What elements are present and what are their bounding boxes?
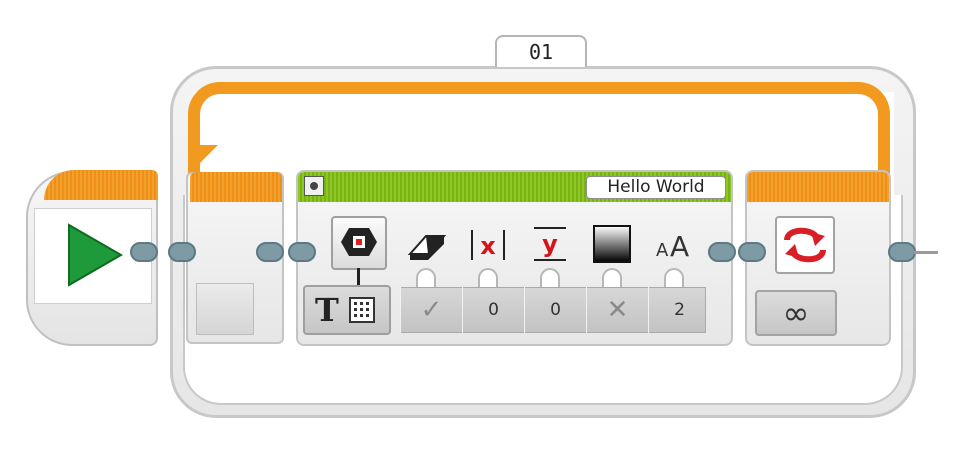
param-connector (664, 268, 684, 288)
start-block-header (44, 170, 158, 200)
grid-icon (349, 297, 375, 323)
loop-data-socket[interactable] (196, 283, 254, 335)
font-size-icon: A A (652, 222, 696, 266)
color-icon (590, 222, 634, 266)
x-param[interactable]: 0 (462, 287, 524, 333)
parameter-strip (400, 287, 706, 333)
start-output-plug[interactable] (130, 242, 158, 262)
eraser-icon (404, 222, 448, 266)
loop-name-label[interactable]: 01 (495, 35, 587, 67)
display-icon (304, 176, 324, 196)
loop-mode-selector[interactable] (775, 216, 835, 274)
loop-end-header (747, 172, 889, 202)
loop-entry-output-plug[interactable] (256, 242, 284, 262)
clear-screen-param[interactable]: ✓ (400, 287, 462, 333)
font-param[interactable]: 2 (648, 287, 710, 333)
text-grid-mode-button[interactable]: T (303, 285, 391, 335)
loop-interrupt-icon (784, 227, 826, 263)
svg-text:x: x (480, 232, 496, 260)
loop-count-mode[interactable]: ∞ (755, 290, 837, 336)
color-param[interactable]: ✕ (586, 287, 648, 333)
param-connector (416, 268, 436, 288)
brick-display-icon (341, 228, 377, 256)
loop-return-arrow (190, 145, 218, 173)
param-connector (602, 268, 622, 288)
sequence-wire (914, 251, 938, 254)
text-mode-icon: T (315, 291, 339, 329)
display-mode-selector[interactable] (331, 216, 387, 270)
loop-output-plug[interactable] (888, 242, 916, 262)
display-input-plug[interactable] (288, 242, 316, 262)
loop-entry-header (190, 172, 282, 202)
play-icon[interactable] (65, 223, 125, 287)
svg-text:A: A (656, 240, 669, 261)
param-connector (478, 268, 498, 288)
mode-connector (357, 268, 360, 288)
block-comment[interactable]: Hello World (586, 176, 726, 199)
display-output-plug[interactable] (708, 242, 736, 262)
loop-end-input-plug[interactable] (738, 242, 766, 262)
svg-text:y: y (542, 230, 558, 258)
x-coordinate-icon: x (466, 222, 510, 266)
loop-return-wire (188, 82, 890, 202)
svg-text:A: A (670, 230, 689, 263)
y-param[interactable]: 0 (524, 287, 586, 333)
param-connector (540, 268, 560, 288)
y-coordinate-icon: y (528, 222, 572, 266)
loop-input-plug[interactable] (168, 242, 196, 262)
